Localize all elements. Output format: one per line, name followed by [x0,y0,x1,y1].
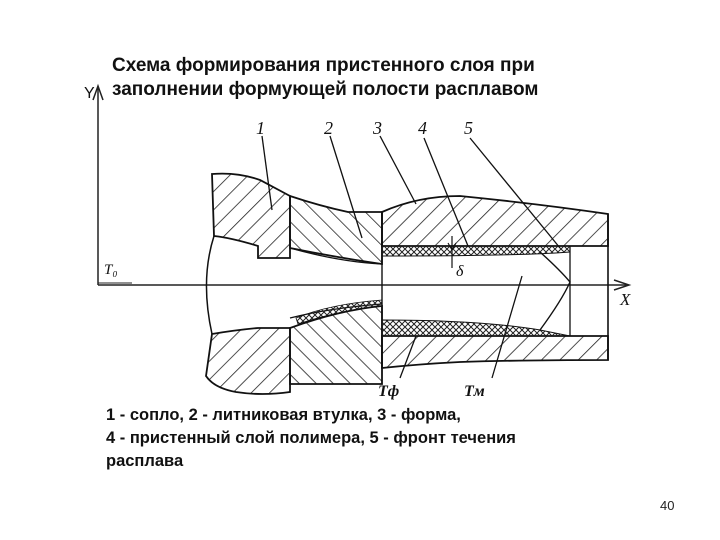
t0-label: T₀ [104,262,118,278]
mold-upper [381,195,609,247]
leader-4 [423,137,469,247]
caption-line-2: 4 - пристенный слой полимера, 5 - фронт … [106,429,516,447]
nozzle-upper [211,172,291,259]
x-axis-label: X [619,290,631,309]
part-label-4: 4 [418,118,427,138]
leader-3 [379,135,417,205]
leader-1 [261,135,273,211]
leader-2 [329,135,363,239]
thickness-label: δ [456,263,464,280]
caption-line-1: 1 - сопло, 2 - литниковая втулка, 3 - фо… [106,406,461,424]
part-label-1: 1 [256,118,265,138]
part-label-5: 5 [464,118,473,138]
y-axis-label: Y [84,85,95,102]
nozzle-lower [205,327,291,395]
title-line-1: Схема формирования пристенного слоя при [112,55,535,76]
flow-front [539,251,571,331]
legend-caption: 1 - сопло, 2 - литниковая втулка, 3 - фо… [106,404,626,473]
mold-lower [381,335,609,369]
part-label-2: 2 [324,118,333,138]
x-axis-arrow [613,279,632,291]
sprue-channel-upper-edge [289,247,383,265]
leader-t-nozzle [399,335,417,379]
caption-line-3: расплава [106,452,184,470]
skin-layer-upper [381,245,571,257]
sprue-bushing-upper [289,194,383,266]
y-axis-arrow [92,83,104,101]
temp-nozzle-label: Tф [378,383,399,400]
leader-5 [469,137,561,249]
leader-t-mold [491,275,523,379]
slide-title: Схема формирования пристенного слоя при … [112,54,612,102]
title-line-2: заполнении формующей полости расплавом [112,79,539,100]
thickness-arrow [447,242,457,252]
nozzle-rear-contour [205,235,215,335]
temp-mold-label: Tм [464,383,485,400]
page-number: 40 [660,498,675,513]
part-label-3: 3 [372,118,382,138]
